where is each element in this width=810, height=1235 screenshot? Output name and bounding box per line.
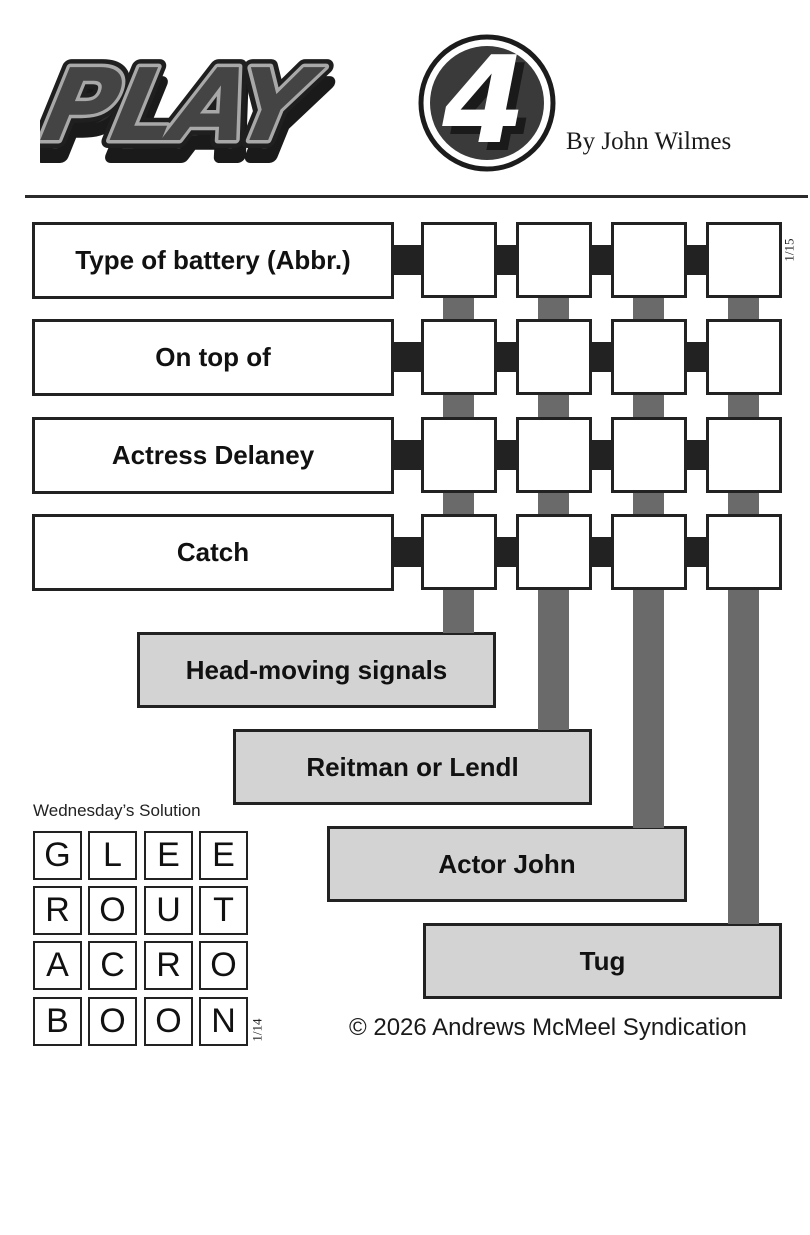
solution-cell: R	[33, 886, 82, 935]
row-clue-4: Catch	[32, 514, 394, 591]
solution-cell: R	[144, 941, 193, 990]
solution-cell: O	[88, 886, 137, 935]
logo-number: 4	[441, 32, 526, 171]
row-connector	[391, 342, 423, 372]
row-clue-2: On top of	[32, 319, 394, 396]
column-stem-4	[728, 297, 759, 924]
answer-cell-r2-c4[interactable]	[706, 319, 782, 395]
solution-cell: L	[88, 831, 137, 880]
row-connector	[687, 440, 708, 470]
logo-word-midline: PLAY	[40, 47, 330, 164]
copyright: © 2026 Andrews McMeel Syndication	[349, 1014, 747, 1041]
row-connector	[687, 342, 708, 372]
play4-logo: PLAY PLAY PLAY PLAY 4 4	[40, 32, 556, 187]
row-connector	[497, 440, 518, 470]
answer-cell-r1-c4[interactable]	[706, 222, 782, 298]
solution-cell: O	[88, 997, 137, 1046]
solution-cell: A	[33, 941, 82, 990]
row-connector	[497, 245, 518, 275]
byline: By John Wilmes	[566, 128, 732, 155]
answer-cell-r3-c2[interactable]	[516, 417, 592, 493]
solution-cell: O	[199, 941, 248, 990]
logo-word-outline: PLAY	[40, 47, 330, 164]
solution-cell: U	[144, 886, 193, 935]
solution-title: Wednesday’s Solution	[33, 801, 201, 820]
answer-cell-r1-c2[interactable]	[516, 222, 592, 298]
row-connector	[391, 440, 423, 470]
row-connector	[391, 537, 423, 567]
solution-cell: B	[33, 997, 82, 1046]
solution-cell: C	[88, 941, 137, 990]
solution-cell: T	[199, 886, 248, 935]
column-clue-1: Head-moving signals	[137, 632, 496, 708]
row-connector	[497, 342, 518, 372]
solution-cell: G	[33, 831, 82, 880]
answer-cell-r3-c1[interactable]	[421, 417, 497, 493]
answer-cell-r2-c1[interactable]	[421, 319, 497, 395]
logo-badge: 4 4	[418, 32, 556, 179]
answer-cell-r4-c2[interactable]	[516, 514, 592, 590]
column-clue-4: Tug	[423, 923, 782, 999]
row-connector	[592, 245, 613, 275]
solution-cell: E	[199, 831, 248, 880]
answer-cell-r1-c1[interactable]	[421, 222, 497, 298]
row-connector	[592, 342, 613, 372]
row-connector	[592, 537, 613, 567]
row-clue-3: Actress Delaney	[32, 417, 394, 494]
row-clue-1: Type of battery (Abbr.)	[32, 222, 394, 299]
answer-cell-r1-c3[interactable]	[611, 222, 687, 298]
answer-cell-r3-c3[interactable]	[611, 417, 687, 493]
solution-cell: E	[144, 831, 193, 880]
row-connector	[497, 537, 518, 567]
answer-cell-r2-c2[interactable]	[516, 319, 592, 395]
logo-word: PLAY	[40, 47, 330, 164]
solution-date-tag: 1/14	[249, 1018, 265, 1042]
answer-cell-r2-c3[interactable]	[611, 319, 687, 395]
answer-cell-r3-c4[interactable]	[706, 417, 782, 493]
solution-cell: N	[199, 997, 248, 1046]
logo-number-shadow: 4	[449, 40, 534, 179]
row-connector	[592, 440, 613, 470]
header-divider	[25, 195, 808, 198]
logo-word-shadow: PLAY	[40, 63, 333, 180]
column-clue-3: Actor John	[327, 826, 687, 902]
answer-cell-r4-c1[interactable]	[421, 514, 497, 590]
answer-cell-r4-c4[interactable]	[706, 514, 782, 590]
row-connector	[391, 245, 423, 275]
column-clue-2: Reitman or Lendl	[233, 729, 592, 805]
puzzle-date-tag: 1/15	[781, 238, 797, 262]
row-connector	[687, 537, 708, 567]
solution-cell: O	[144, 997, 193, 1046]
row-connector	[687, 245, 708, 275]
answer-cell-r4-c3[interactable]	[611, 514, 687, 590]
